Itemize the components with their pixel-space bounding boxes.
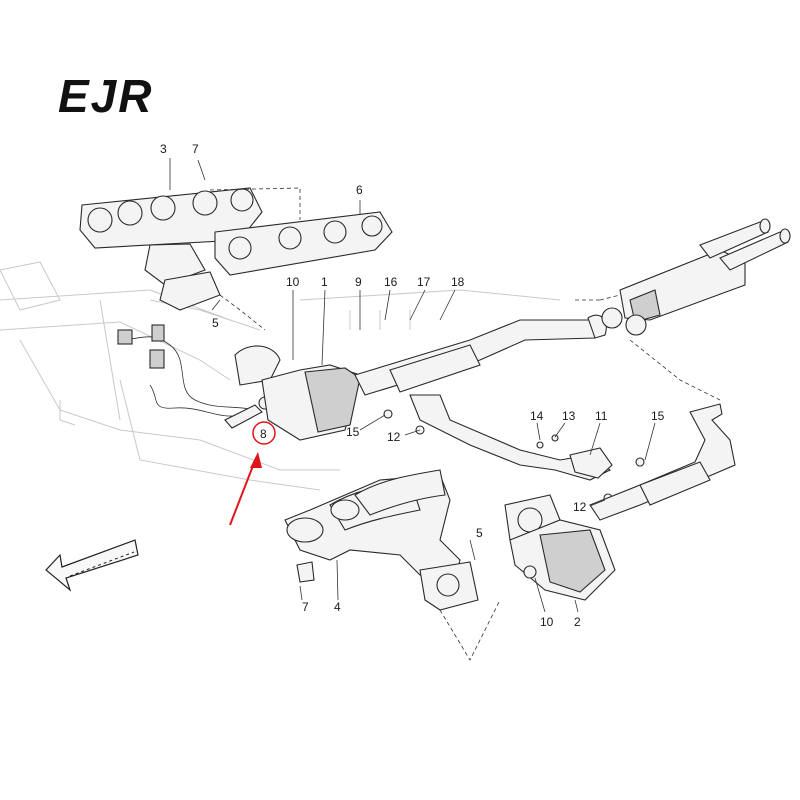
callout-13: 13	[562, 409, 576, 423]
callout-10-upper: 10	[286, 275, 300, 289]
callout-7-upper: 7	[192, 142, 199, 156]
direction-arrow-icon	[45, 539, 139, 592]
callout-5-lower: 5	[476, 526, 483, 540]
callout-7-lower: 7	[302, 600, 309, 614]
callout-11: 11	[595, 409, 608, 423]
front-catalytic-converter	[234, 314, 607, 441]
leader-lines	[169, 158, 721, 661]
callout-17: 17	[417, 275, 431, 289]
callout-12-right: 12	[573, 500, 587, 514]
exhaust-manifold-lower	[284, 469, 479, 611]
callout-14: 14	[530, 409, 544, 423]
rear-catalytic-pipe	[589, 403, 736, 521]
callout-15-right: 15	[651, 409, 665, 423]
callout-8: 8	[260, 427, 267, 441]
callout-5-upper: 5	[212, 316, 219, 330]
callout-3: 3	[160, 142, 167, 156]
callout-2: 2	[574, 615, 581, 629]
pointer-arrowhead	[250, 452, 262, 468]
callout-16: 16	[384, 275, 398, 289]
highlight-circle	[252, 421, 276, 445]
callout-10-lower: 10	[540, 615, 554, 629]
pointer-arrow-icon	[229, 457, 257, 526]
highlight-marker	[229, 421, 276, 526]
svg-text:EJR: EJR	[58, 70, 153, 122]
exhaust-manifold-upper-right	[214, 211, 393, 276]
callout-labels: 3 7 6 5 10 1 9 16 17 18 8 15 12 14 13 11…	[160, 142, 665, 629]
callout-15-left: 15	[346, 425, 360, 439]
callout-12-left: 12	[387, 430, 401, 444]
callout-18: 18	[451, 275, 465, 289]
mounting-bracket	[383, 394, 645, 503]
callout-4: 4	[334, 600, 341, 614]
callout-6: 6	[356, 183, 363, 197]
rear-muffler-assembly	[599, 218, 791, 336]
callout-1: 1	[321, 275, 328, 289]
callout-9: 9	[355, 275, 362, 289]
second-catalytic-converter	[504, 494, 616, 601]
ejr-logo: EJR	[58, 70, 153, 122]
